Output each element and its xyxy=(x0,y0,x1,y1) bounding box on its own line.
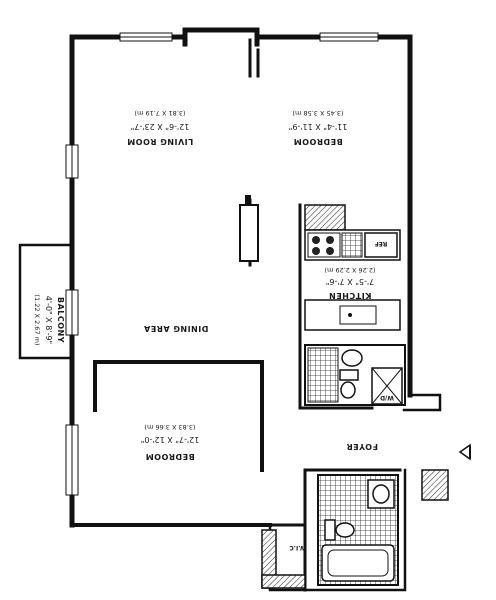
refrigerator-label: REF xyxy=(375,240,388,247)
svg-text:KITCHEN: KITCHEN xyxy=(329,291,372,300)
svg-text:BALCONY: BALCONY xyxy=(56,297,65,343)
svg-text:7'-5" X 7'-6": 7'-5" X 7'-6" xyxy=(326,277,374,286)
washer-dryer-label: W/D xyxy=(380,394,394,401)
foyer-label: FOYER xyxy=(346,442,378,451)
column xyxy=(239,204,259,262)
bedroom-2-label: BEDROOM 12'-7" X 12'-0" (3.83 X 3.66 m) xyxy=(141,423,200,461)
bathroom-1 xyxy=(304,344,406,406)
svg-text:LIVING ROOM: LIVING ROOM xyxy=(127,137,194,146)
kitchen-sink-counter xyxy=(304,299,401,331)
walk-in-closet xyxy=(261,529,306,589)
bathroom-2 xyxy=(317,474,399,586)
bedroom-1-label: BEDROOM 11'-4" X 11'-9" (3.45 X 3.58 m) xyxy=(289,109,348,146)
svg-text:11'-4" X 11'-9": 11'-4" X 11'-9" xyxy=(289,122,348,131)
refrigerator: REF xyxy=(364,232,398,258)
exterior-stairs xyxy=(421,469,449,501)
dining-area-label: DINING AREA xyxy=(143,324,208,333)
balcony-label: BALCONY 4'-0" X 8'-9" (1.22 X 2.67 m) xyxy=(33,294,65,345)
svg-text:(2.26 X 2.29 m): (2.26 X 2.29 m) xyxy=(324,266,375,274)
walls xyxy=(18,27,442,592)
svg-text:BEDROOM: BEDROOM xyxy=(293,137,342,146)
svg-text:(1.22 X 2.67 m): (1.22 X 2.67 m) xyxy=(33,294,41,345)
windows xyxy=(65,32,379,496)
svg-text:4'-0" X 8'-9": 4'-0" X 8'-9" xyxy=(44,296,53,344)
living-room-label: LIVING ROOM 12'-6" X 23'-7" (3.81 X 7.19… xyxy=(127,109,194,146)
closet-shelving xyxy=(304,204,346,231)
kitchen-label: KITCHEN 7'-5" X 7'-6" (2.26 X 2.29 m) xyxy=(324,266,375,300)
svg-text:12'-7" X 12'-0": 12'-7" X 12'-0" xyxy=(141,435,200,444)
svg-text:(3.45 X 3.58 m): (3.45 X 3.58 m) xyxy=(292,109,343,117)
wic-label: W.I.C xyxy=(289,544,307,551)
svg-text:(3.83 X 3.66 m): (3.83 X 3.66 m) xyxy=(144,423,195,431)
entry-arrow-icon xyxy=(458,443,471,461)
svg-text:(3.81 X 7.19 m): (3.81 X 7.19 m) xyxy=(134,109,185,117)
svg-text:BEDROOM: BEDROOM xyxy=(145,452,194,461)
column-top xyxy=(245,195,251,205)
svg-text:12'-6" X 23'-7": 12'-6" X 23'-7" xyxy=(131,122,190,131)
